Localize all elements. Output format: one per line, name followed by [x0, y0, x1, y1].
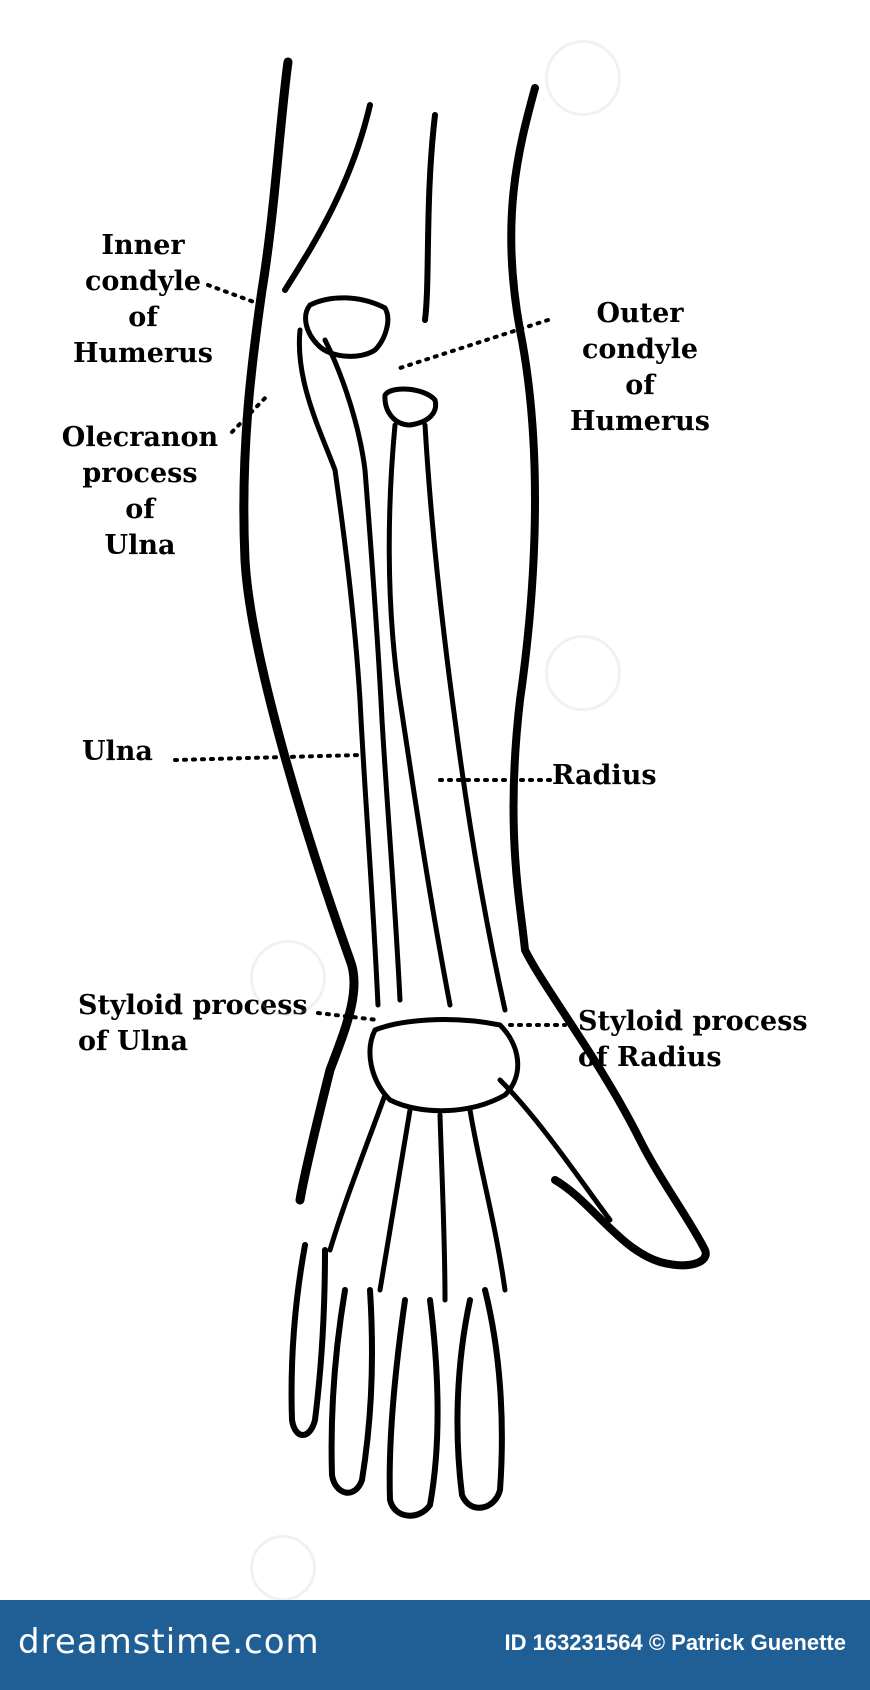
metacarpal-4: [377, 1107, 413, 1293]
metacarpal-1: [497, 1077, 613, 1223]
leader-styloid-ulna: [316, 1011, 380, 1022]
radius-head: [382, 386, 439, 428]
arm-outline-left: [239, 57, 359, 1205]
carpals: [367, 1017, 521, 1114]
radius-shaft: [386, 422, 453, 1008]
metacarpal-5: [327, 1092, 388, 1253]
metacarpal-3: [437, 1112, 448, 1303]
finger-little: [288, 1242, 328, 1438]
leader-outer-condyle: [398, 318, 550, 370]
label-styloid-radius: Styloid process of Radius: [578, 1006, 808, 1073]
biceps-line-left: [282, 102, 373, 293]
brand-logo[interactable]: dreamstime.com: [18, 1622, 320, 1662]
ulna-shaft: [296, 327, 381, 1008]
leader-ulna: [173, 753, 362, 762]
ulna-shaft-inner: [322, 337, 403, 1003]
stock-footer: dreamstime.com ID 163231564 © Patrick Gu…: [0, 1600, 870, 1690]
watermark-swirl: [250, 1535, 316, 1601]
watermark-swirl: [545, 635, 621, 711]
leader-olecranon: [230, 393, 270, 434]
image-credit: ID 163231564 © Patrick Guenette: [504, 1630, 846, 1655]
metacarpal-2: [467, 1107, 508, 1293]
watermark-swirl: [250, 940, 326, 1016]
label-ulna: Ulna: [82, 736, 153, 767]
biceps-line-right: [422, 112, 438, 323]
leader-inner-condyle: [206, 283, 264, 307]
radius-shaft-inner: [422, 422, 508, 1013]
humerus-end: [303, 295, 391, 359]
forearm-illustration: [173, 57, 710, 1519]
label-olecranon: Olecranon process of Ulna: [61, 422, 219, 561]
label-radius: Radius: [552, 760, 657, 791]
watermark-swirl: [545, 40, 621, 116]
label-inner-condyle: Inner condyle of Humerus: [73, 230, 213, 369]
finger-ring: [328, 1287, 375, 1496]
finger-middle: [386, 1297, 441, 1519]
forearm-diagram: Inner condyle of Humerus Outer condyle o…: [61, 40, 808, 1601]
label-outer-condyle: Outer condyle of Humerus: [570, 298, 710, 437]
finger-index: [454, 1287, 505, 1511]
